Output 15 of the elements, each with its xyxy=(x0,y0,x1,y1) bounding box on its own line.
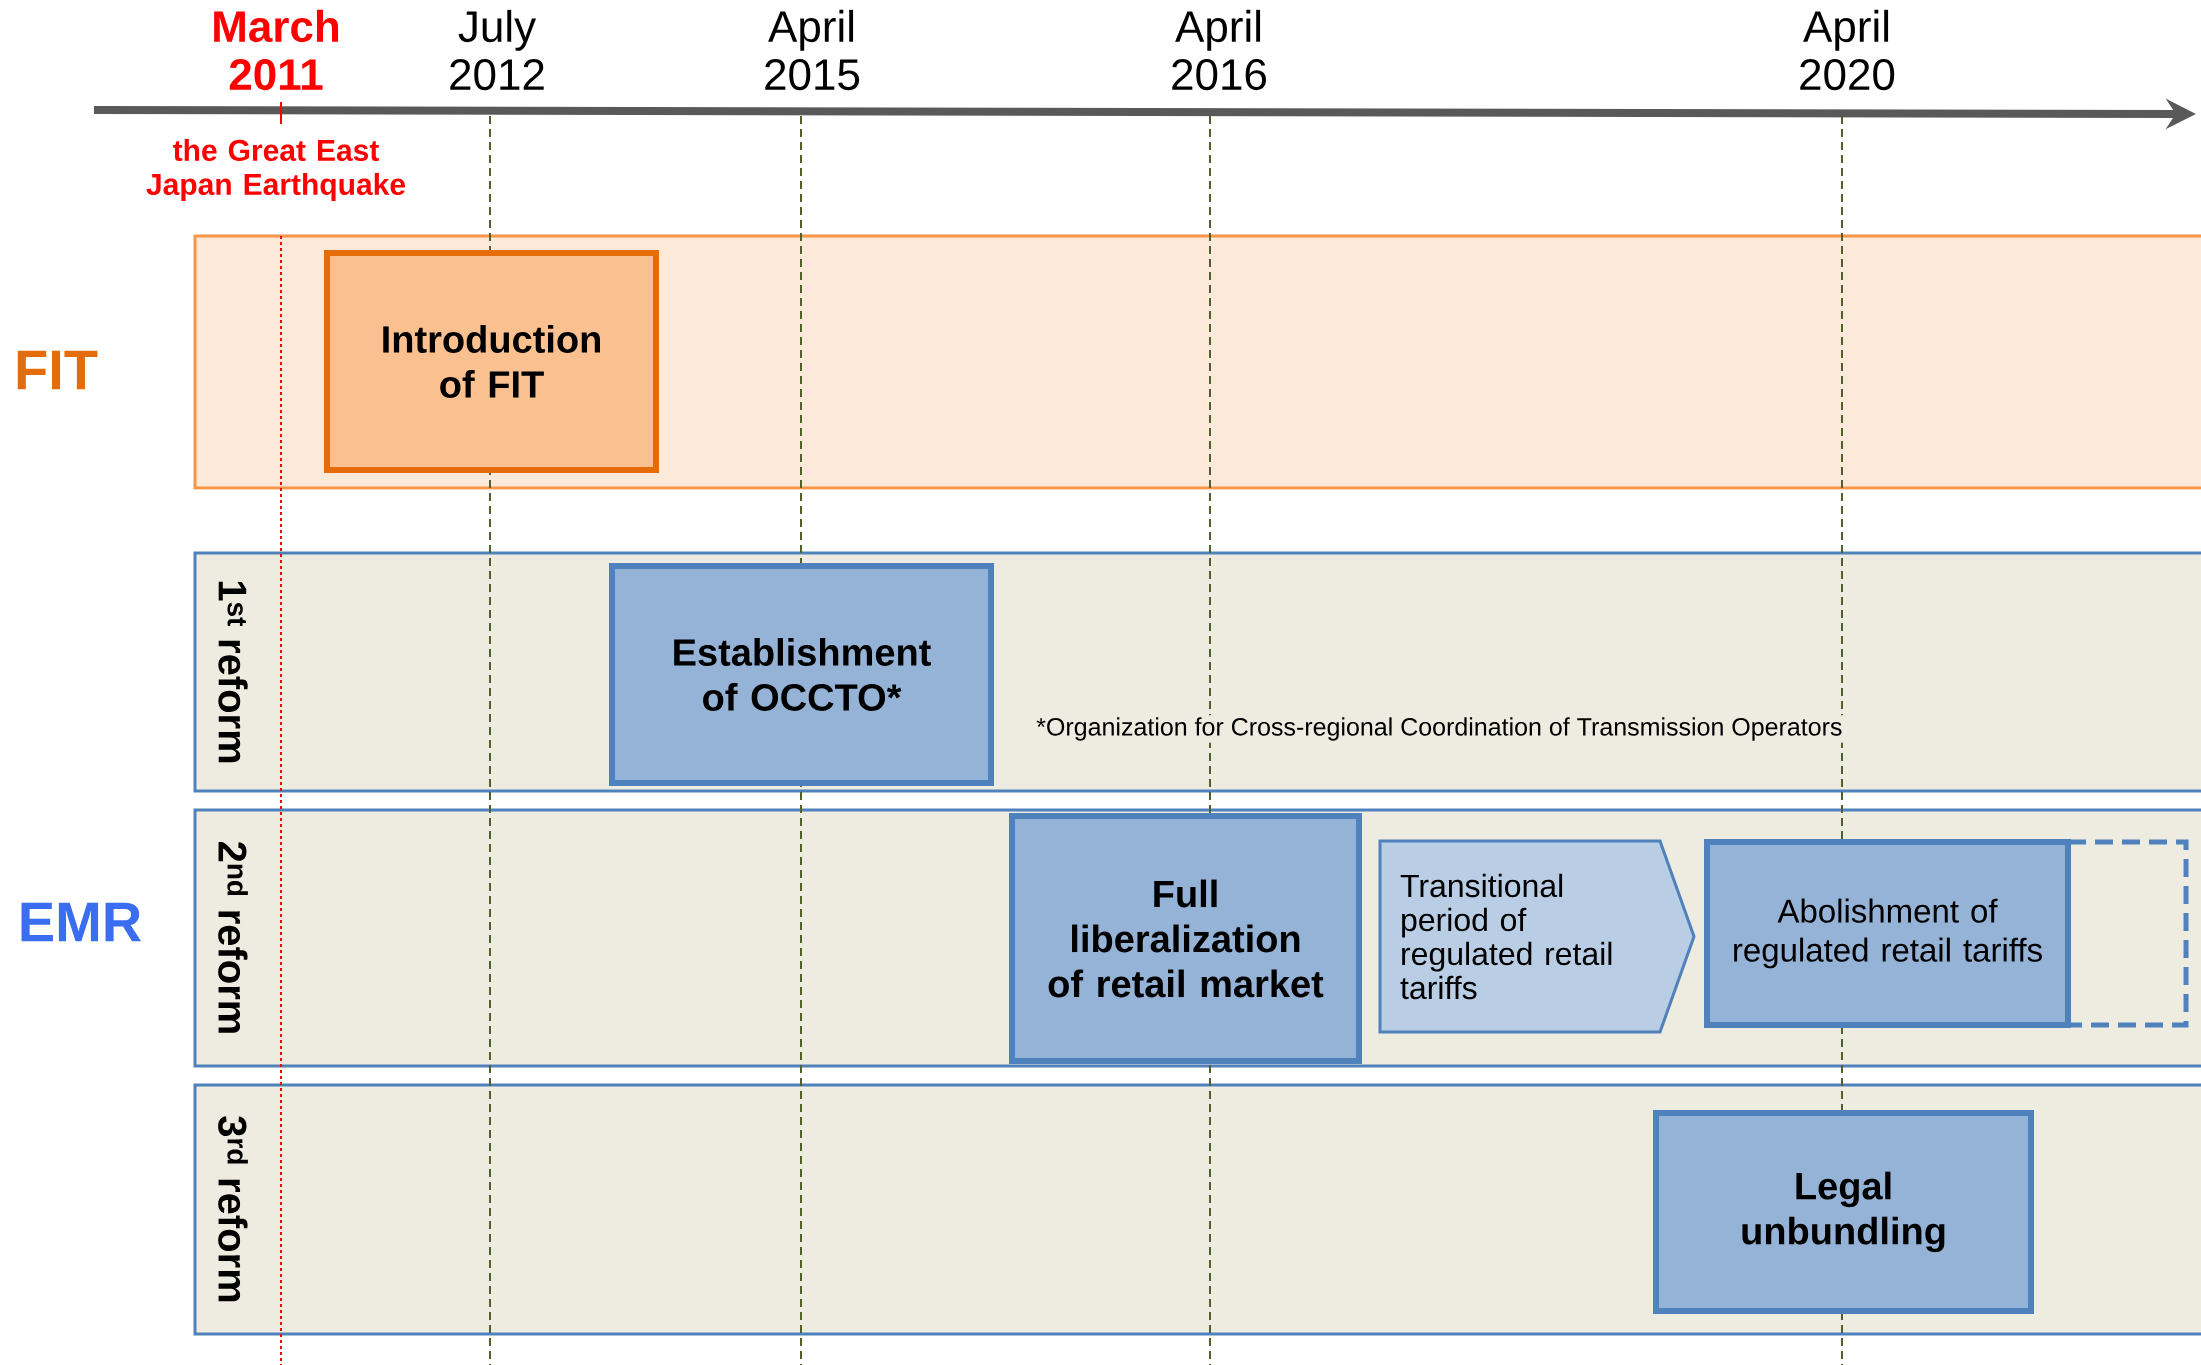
date-label: March 2011 xyxy=(214,9,339,91)
event-box: Establishment of OCCTO* xyxy=(609,563,994,786)
event-label: the Great East Japan Earthquake xyxy=(146,139,405,201)
event-box: Legal unbundling xyxy=(1653,1110,2034,1314)
date-label: April 2020 xyxy=(1800,9,1895,91)
event-box: Introduction of FIT xyxy=(324,250,659,473)
group-label: EMR xyxy=(21,902,142,942)
footnote: *Organization for Cross-regional Coordination of Transmission Operators xyxy=(1034,715,1845,743)
date-label: April 2015 xyxy=(765,9,860,91)
event-box: Abolishment of regulated retail tariffs xyxy=(1704,839,2189,1028)
node-label: FIT xyxy=(17,350,98,390)
date-label: April 2016 xyxy=(1172,9,1266,91)
pentagon-box: Transitional period of regulated retail tariffs xyxy=(1378,839,1696,1034)
event-box: Full liberalization of retail market xyxy=(1009,813,1362,1064)
date-label: July 2012 xyxy=(450,9,544,91)
